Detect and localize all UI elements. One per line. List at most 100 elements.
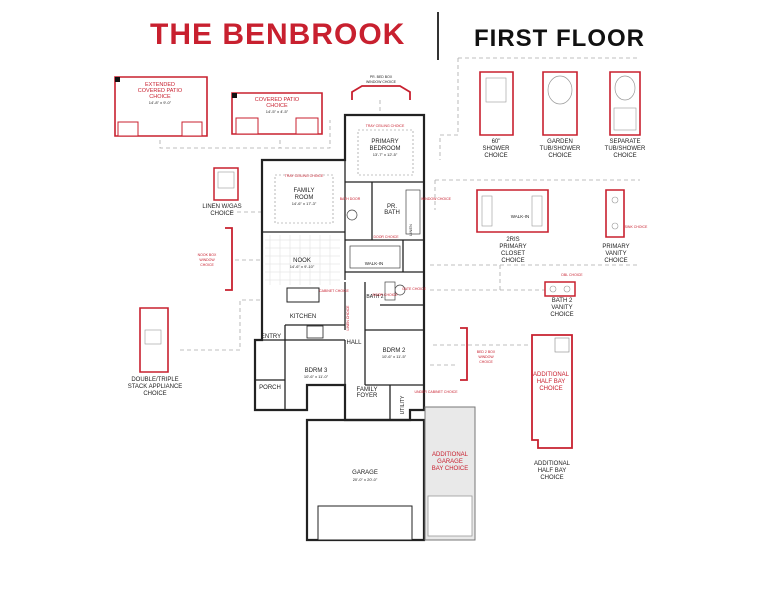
pr-bed-box-2: WINDOW CHOICE — [366, 80, 397, 84]
linen-gas-option — [213, 167, 239, 201]
under-cabinet-label: UNDER CABINET CHOICE — [414, 390, 458, 394]
family-room-label-2: ROOM — [295, 195, 314, 201]
sink-choice-label: SINK CHOICE — [625, 225, 648, 229]
bed2-box-1: BED 2 BOX — [477, 350, 496, 354]
room-labels: FAMILY ROOM 14'-6" x 17'-3" PRIMARY BEDR… — [259, 139, 529, 482]
nook-box-2: WINDOW — [199, 258, 215, 262]
primary-vanity-option — [605, 189, 625, 238]
nook-label: NOOK — [293, 258, 311, 264]
half-bay-red-1: ADDITIONAL — [533, 372, 570, 378]
primary-bath-label-2: BATH — [384, 210, 400, 216]
cov-patio-2: CHOICE — [266, 103, 288, 109]
vanity-3: CHOICE — [604, 258, 627, 264]
cabinet-choice-label: CABINET CHOICE — [319, 289, 349, 293]
garage-bay-label-3: BAY CHOICE — [432, 466, 468, 472]
utility-label: UTILITY — [400, 395, 406, 414]
appliance-1: DOUBLE/TRIPLE — [131, 377, 178, 383]
title-divider — [437, 12, 439, 60]
nook-box-1: NOOK BOX — [198, 253, 217, 257]
ext-patio-dims: 14'-8" x 9'-0" — [149, 100, 172, 105]
linen-choice-label: LINEN CHOICE — [346, 305, 350, 331]
shower60-1: 60" — [492, 139, 501, 145]
bdrm3-dims: 10'-6" x 11'-0" — [304, 374, 329, 379]
sep-tub-1: SEPARATE — [609, 139, 640, 145]
half-bay-3: CHOICE — [540, 475, 563, 481]
leader-lines — [159, 57, 640, 366]
linen-gas-2: CHOICE — [210, 211, 233, 217]
bed2-box-2: WINDOW — [478, 355, 494, 359]
appliance-2: STACK APPLIANCE — [128, 384, 183, 390]
family-tray-label: TRAY CEILING CHOICE — [285, 174, 324, 178]
appliance-3: CHOICE — [143, 391, 166, 397]
closet-2: PRIMARY — [499, 244, 526, 250]
hall-label: HALL — [346, 340, 362, 346]
family-room-dims: 14'-6" x 17'-3" — [292, 201, 317, 206]
pr-bed-box-1: PR. BED BOX — [370, 75, 393, 79]
stack-appliance-option — [139, 307, 169, 373]
kitchen-label: KITCHEN — [290, 314, 316, 320]
ext-patio-3: CHOICE — [149, 94, 171, 100]
window-choice-label: WINDOW CHOICE — [421, 197, 452, 201]
ext-patio-2: COVERED PATIO — [138, 88, 183, 94]
bath2-vanity-option — [544, 281, 576, 297]
extended-patio-option — [114, 76, 208, 137]
walk-in-option-label: WALK-IN — [511, 214, 530, 219]
half-bay-red-2: HALF BAY — [537, 379, 566, 385]
bath2-vanity-2: VANITY — [551, 305, 572, 311]
garage-bay-label-2: GARAGE — [437, 459, 463, 465]
primary-closet-option — [476, 189, 549, 233]
bed2-box-3: CHOICE — [479, 360, 493, 364]
pr-bed-box-window-option — [351, 85, 411, 100]
closet-3: CLOSET — [501, 251, 525, 257]
gate-choice-label: GATE CHOICE — [402, 287, 427, 291]
nook-dims: 14'-6" x 9'-10" — [290, 264, 315, 269]
family-foyer-label-2: FOYER — [357, 393, 378, 399]
additional-garage-door — [427, 495, 473, 537]
primary-bath-label: PR. — [387, 204, 397, 210]
cov-patio-dims: 14'-5" x 4'-5" — [266, 109, 289, 114]
family-room-label: FAMILY — [294, 188, 315, 194]
primary-bedroom-label: PRIMARY — [371, 139, 398, 145]
walk-in-label: WALK-IN — [365, 261, 384, 266]
closet-4: CHOICE — [501, 258, 524, 264]
half-bay-option — [531, 334, 573, 449]
entry-label: ENTRY — [261, 334, 281, 340]
inline-choice-labels: TRAY CEILING CHOICE TRAY CEILING CHOICE … — [285, 124, 570, 472]
family-tray-ceiling — [274, 174, 334, 224]
bdrm2-dims: 10'-6" x 11'-5" — [382, 354, 407, 359]
nook-box-3: CHOICE — [200, 263, 214, 267]
kitchen-island — [286, 287, 320, 303]
separate-tub-option — [609, 71, 641, 136]
house-walls — [253, 113, 426, 542]
nook-floor-grid — [265, 235, 340, 285]
vanity-1: PRIMARY — [602, 244, 629, 250]
family-foyer-label: FAMILY — [357, 387, 378, 393]
range-cooktop — [306, 325, 324, 339]
garden-tub-1: GARDEN — [547, 139, 573, 145]
bdrm2-label: BDRM 2 — [383, 348, 406, 354]
garage-bay-label-1: ADDITIONAL — [432, 452, 469, 458]
half-bay-red-3: CHOICE — [539, 386, 562, 392]
bath-door-label: BATH DOOR — [340, 197, 361, 201]
nook-box-window-option — [225, 227, 233, 291]
floor-title: FIRST FLOOR — [474, 25, 645, 52]
garage-dims: 20'-0" x 20'-0" — [353, 477, 378, 482]
bed2-box-window-option — [460, 327, 468, 381]
primary-bedroom-dims: 13'-7" x 12'-5" — [373, 152, 398, 157]
door-choice-label: DOOR CHOICE — [373, 235, 399, 239]
ext-patio-1: EXTENDED — [145, 82, 175, 88]
linen-label: LINEN — [408, 224, 413, 236]
garage-label: GARAGE — [352, 470, 378, 476]
dbl-choice-label: DBL CHOICE — [561, 273, 583, 277]
bath2-label: BATH 2 — [366, 294, 383, 300]
closet-1: 2RIS — [506, 237, 519, 243]
primary-bedroom-label-2: BEDROOM — [369, 146, 400, 152]
garden-tub-2: TUB/SHOWER — [540, 146, 581, 152]
bath2-vanity-3: CHOICE — [550, 312, 573, 318]
bath-fixtures — [346, 189, 421, 301]
shower60-3: CHOICE — [484, 153, 507, 159]
plan-title: THE BENBROOK — [150, 18, 406, 51]
cov-patio-1: COVERED PATIO — [255, 97, 300, 103]
garden-tub-option — [542, 71, 578, 136]
shower60-2: SHOWER — [483, 146, 511, 152]
